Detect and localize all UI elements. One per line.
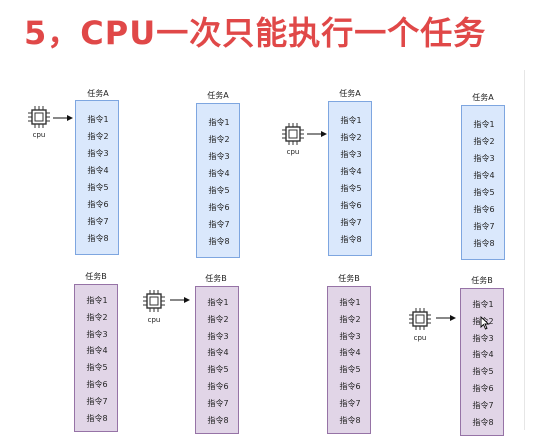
- mouse-pointer-icon: [480, 316, 490, 330]
- slide-title: 5，CPU一次只能执行一个任务: [24, 14, 487, 52]
- instruction-item: 指令4: [208, 169, 230, 178]
- instruction-item: 指令5: [340, 184, 362, 193]
- instruction-item: 指令6: [339, 382, 361, 391]
- instruction-item: 指令2: [207, 314, 229, 324]
- task-a-label: 任务A: [339, 89, 361, 98]
- scrollbar-track: [524, 70, 525, 430]
- arrow-right-icon: [307, 131, 327, 137]
- instruction-item: 指令5: [339, 365, 361, 375]
- task-b-label: 任务B: [471, 276, 493, 285]
- task-b-box: 指令1 指令2 指令3 指令4 指令5 指令6 指令7 指令8: [327, 286, 371, 434]
- task-b-label: 任务B: [338, 274, 360, 283]
- task-b-label: 任务B: [85, 272, 107, 281]
- instruction-item: 指令6: [473, 205, 495, 214]
- instruction-item: 指令8: [86, 413, 108, 423]
- instruction-item: 指令1: [207, 298, 229, 307]
- instruction-item: 指令4: [339, 348, 361, 358]
- instruction-item: 指令3: [339, 331, 361, 341]
- instruction-item: 指令7: [207, 398, 229, 408]
- instruction-item: 指令5: [87, 183, 109, 192]
- task-a-box: 指令1 指令2 指令3 指令4 指令5 指令6 指令7 指令8: [461, 105, 505, 260]
- cpu-label: cpu: [413, 334, 427, 342]
- instruction-item: 指令4: [472, 350, 494, 360]
- cpu-chip-icon: [28, 106, 50, 128]
- instruction-item: 指令3: [472, 333, 494, 343]
- task-a-label: 任务A: [87, 89, 109, 98]
- task-a-label: 任务A: [472, 93, 494, 102]
- instruction-item: 指令5: [208, 186, 230, 195]
- cpu-chip-icon: [143, 290, 165, 312]
- instruction-item: 指令1: [340, 116, 362, 125]
- instruction-item: 指令1: [472, 300, 494, 309]
- instruction-item: 指令3: [340, 150, 362, 159]
- instruction-item: 指令2: [339, 314, 361, 324]
- instruction-item: 指令5: [472, 367, 494, 377]
- instruction-item: 指令2: [208, 135, 230, 144]
- instruction-item: 指令6: [340, 201, 362, 210]
- arrow-right-icon: [436, 315, 456, 321]
- task-a-box: 指令1 指令2 指令3 指令4 指令5 指令6 指令7 指令8: [75, 100, 119, 255]
- instruction-item: 指令7: [86, 396, 108, 406]
- task-a-label: 任务A: [207, 91, 229, 100]
- instruction-item: 指令5: [207, 365, 229, 375]
- task-b-box: 指令1 指令2 指令3 指令4 指令5 指令6 指令7 指令8: [74, 284, 118, 432]
- instruction-item: 指令7: [208, 220, 230, 229]
- instruction-item: 指令2: [473, 137, 495, 146]
- task-a-box: 指令1 指令2 指令3 指令4 指令5 指令6 指令7 指令8: [328, 101, 372, 256]
- instruction-item: 指令8: [339, 415, 361, 425]
- instruction-item: 指令7: [339, 398, 361, 408]
- instruction-item: 指令7: [87, 217, 109, 226]
- instruction-item: 指令8: [340, 235, 362, 244]
- cpu-chip-icon: [409, 308, 431, 330]
- instruction-item: 指令5: [473, 188, 495, 197]
- task-a-box: 指令1 指令2 指令3 指令4 指令5 指令6 指令7 指令8: [196, 103, 240, 258]
- instruction-item: 指令4: [207, 348, 229, 358]
- cpu-label: cpu: [32, 131, 46, 139]
- instruction-item: 指令3: [87, 149, 109, 158]
- instruction-item: 指令1: [473, 120, 495, 129]
- instruction-item: 指令4: [473, 171, 495, 180]
- instruction-item: 指令3: [208, 152, 230, 161]
- cpu-chip-icon: [282, 123, 304, 145]
- instruction-item: 指令8: [472, 417, 494, 427]
- instruction-item: 指令8: [473, 239, 495, 248]
- instruction-item: 指令1: [208, 118, 230, 127]
- instruction-item: 指令1: [86, 296, 108, 305]
- instruction-item: 指令2: [86, 312, 108, 322]
- instruction-item: 指令4: [340, 167, 362, 176]
- instruction-item: 指令8: [87, 234, 109, 243]
- instruction-item: 指令6: [207, 382, 229, 391]
- instruction-item: 指令7: [340, 218, 362, 227]
- instruction-item: 指令6: [208, 203, 230, 212]
- instruction-item: 指令6: [86, 380, 108, 389]
- instruction-item: 指令4: [87, 166, 109, 175]
- instruction-item: 指令5: [86, 363, 108, 373]
- instruction-item: 指令8: [208, 237, 230, 246]
- instruction-item: 指令8: [207, 415, 229, 425]
- instruction-item: 指令7: [473, 222, 495, 231]
- instruction-item: 指令7: [472, 400, 494, 410]
- cpu-label: cpu: [286, 148, 300, 156]
- instruction-item: 指令2: [87, 132, 109, 141]
- instruction-item: 指令3: [473, 154, 495, 163]
- task-b-box: 指令1 指令2 指令3 指令4 指令5 指令6 指令7 指令8: [195, 286, 239, 434]
- arrow-right-icon: [53, 115, 73, 121]
- instruction-item: 指令2: [340, 133, 362, 142]
- task-b-label: 任务B: [205, 274, 227, 283]
- instruction-item: 指令1: [87, 115, 109, 124]
- arrow-right-icon: [170, 297, 190, 303]
- instruction-item: 指令6: [87, 200, 109, 209]
- instruction-item: 指令1: [339, 298, 361, 307]
- instruction-item: 指令3: [207, 331, 229, 341]
- instruction-item: 指令3: [86, 329, 108, 339]
- instruction-item: 指令4: [86, 346, 108, 356]
- instruction-item: 指令6: [472, 384, 494, 393]
- cpu-label: cpu: [147, 316, 161, 324]
